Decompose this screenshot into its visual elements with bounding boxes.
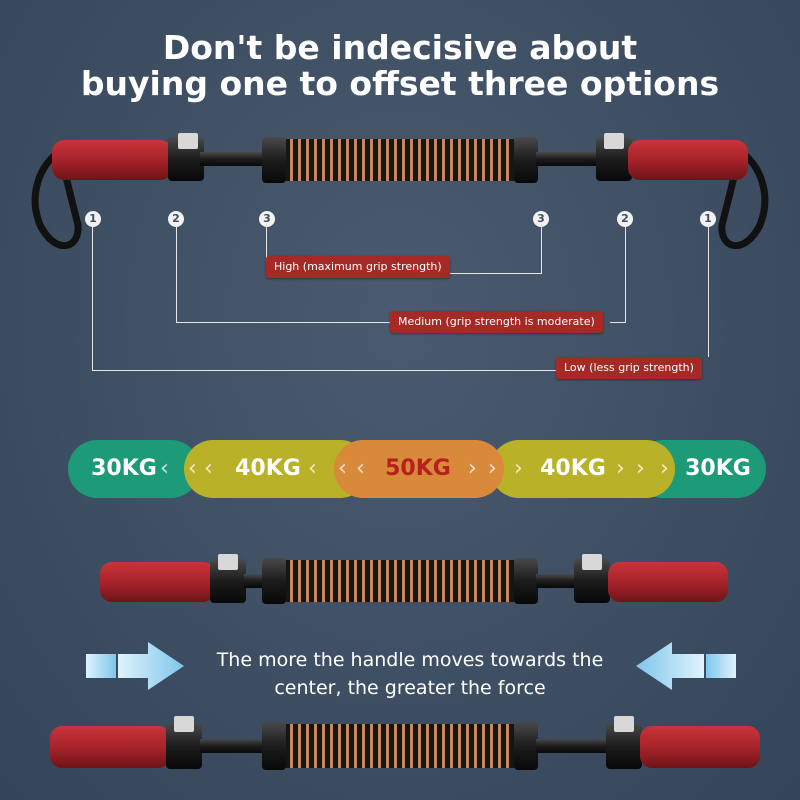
level-label-5: 30KG [685,456,751,481]
chevron-right-icon: › [514,456,523,481]
chevron-left-icon: ‹ [204,456,213,481]
lock-clip-left [178,133,198,149]
rod-right [536,152,600,166]
level-segment-3 [334,440,504,498]
position-marker-1-right: 1 [700,211,716,227]
arrow-right-icon [86,642,184,690]
grip-bar-middle [100,554,728,604]
handle-left [100,562,215,602]
lock-clip-right [614,716,634,732]
chevron-left-icon: ‹ [338,456,347,481]
chevron-left-icon: ‹ [160,456,169,481]
force-caption: The more the handle moves towards the ce… [190,646,630,702]
leader-high-right [450,227,542,274]
grip-bar-top [31,133,769,250]
lanyard-strap-right [718,150,769,250]
level-segment-1 [68,440,200,498]
arrow-left-icon [636,642,736,690]
position-marker-1-left: 1 [85,211,101,227]
spring-coil [286,560,514,602]
spring-coil [286,724,514,768]
position-marker-3-right: 3 [533,211,549,227]
caption-line-1: The more the handle moves towards the [216,649,604,671]
level-label-3: 50KG [385,456,451,481]
handle-right [628,140,748,180]
position-marker-3-left: 3 [259,211,275,227]
lock-clip-right [604,133,624,149]
leader-low-right [708,227,710,357]
grip-bar-bottom [50,716,760,770]
position-marker-2-left: 2 [168,211,184,227]
lock-clip-left [218,554,238,570]
level-label-2: 40KG [235,456,301,481]
arrows-row [86,642,736,690]
chevron-right-icon: › [468,456,477,481]
chevron-right-icon: › [616,456,625,481]
handle-right [608,562,728,602]
rod-left [200,152,264,166]
callout-medium: Medium (grip strength is moderate) [390,311,603,333]
callout-high: High (maximum grip strength) [266,256,450,278]
caption-line-2: center, the greater the force [274,677,546,699]
chevron-left-icon: ‹ [308,456,317,481]
lock-clip-right [582,554,602,570]
resistance-level-strip: 30KG 40KG 50KG 40KG 30KG ‹ ‹ ‹ ‹ ‹ ‹ › ›… [68,440,766,498]
handle-right [640,726,760,768]
level-label-1: 30KG [91,456,157,481]
handle-left [50,726,170,768]
callout-low: Low (less grip strength) [556,357,702,379]
chevron-right-icon: › [636,456,645,481]
chevron-left-icon: ‹ [188,456,197,481]
handle-left [52,140,172,180]
chevron-left-icon: ‹ [356,456,365,481]
headline-line-2: buying one to offset three options [80,64,720,103]
chevron-right-icon: › [660,456,669,481]
lanyard-strap-left [31,150,82,250]
spring-coil [286,139,514,181]
leader-low-left [92,227,557,371]
lock-clip-left [174,716,194,732]
level-label-4: 40KG [540,456,606,481]
headline-line-1: Don't be indecisive about [162,28,638,67]
position-marker-2-right: 2 [617,211,633,227]
chevron-right-icon: › [488,456,497,481]
leader-medium-left [176,227,391,323]
leader-medium-right [610,227,626,323]
level-segment-4 [490,440,675,498]
